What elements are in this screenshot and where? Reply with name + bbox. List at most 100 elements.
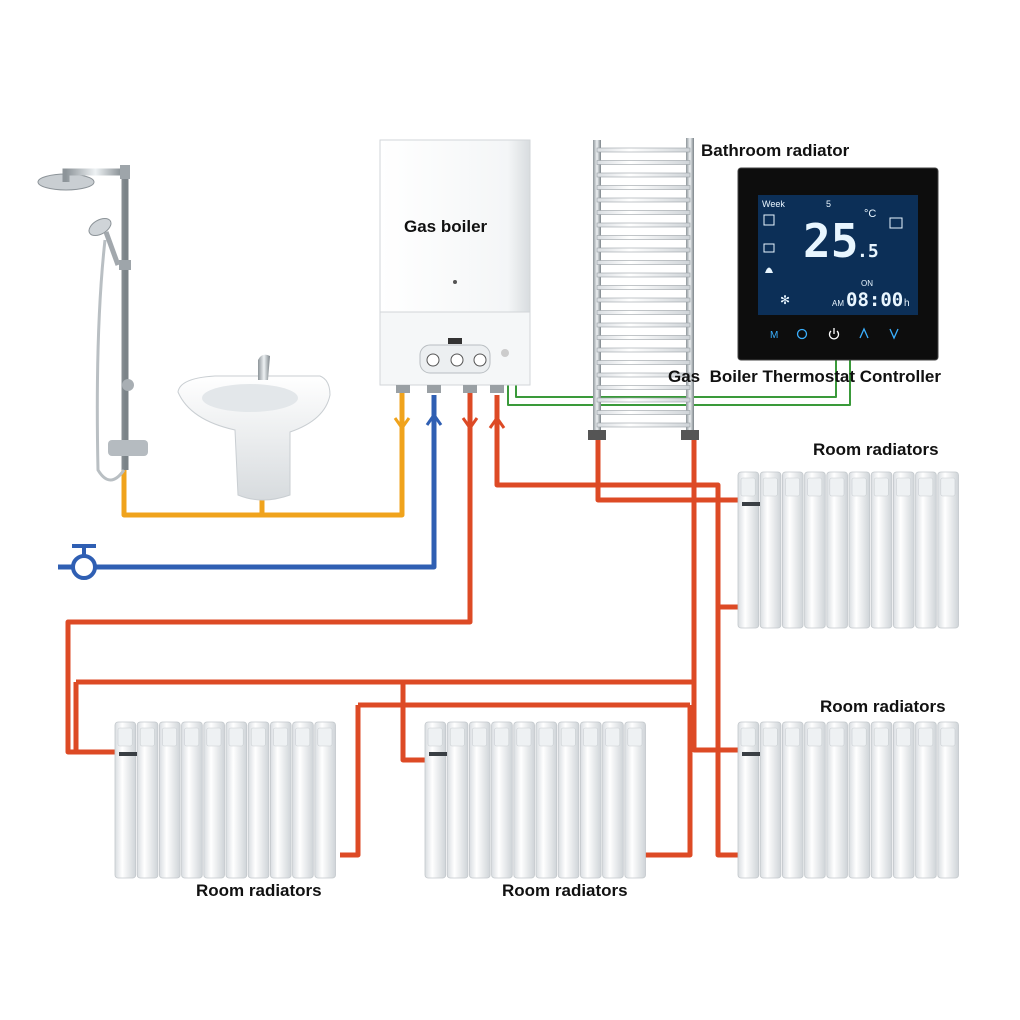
radiator-fin <box>893 721 915 879</box>
radiator-fin <box>602 721 624 879</box>
lcd-flame-icon <box>765 267 773 273</box>
radiator-fin-cap <box>940 727 956 747</box>
radiator-fin-cap <box>206 727 222 747</box>
water-tap-icon <box>71 544 97 580</box>
towel-bar <box>596 310 691 315</box>
radiator-fin-cap <box>829 727 845 747</box>
towel-bar <box>596 185 691 190</box>
radiator-fin-cap <box>538 727 554 747</box>
towel-bar <box>596 222 691 228</box>
radiator-fin <box>915 471 937 629</box>
radiator-fin <box>937 471 959 629</box>
radiator-fin-cap <box>807 477 823 497</box>
thermostat-power-button[interactable] <box>828 328 840 340</box>
thermostat-icon: Week 5 25 .5 °C ✻ ON AM 08:00 h M <box>737 167 939 361</box>
towel-radiator-bars <box>596 147 691 428</box>
radiator-fin <box>804 471 826 629</box>
radiator-fin-cap <box>583 727 598 747</box>
control-wire <box>507 342 851 406</box>
towel-bar <box>596 210 691 215</box>
towel-bar <box>596 285 691 290</box>
radiator-fin-cap <box>605 727 621 747</box>
radiator-badge <box>429 752 447 756</box>
radiator-fin <box>114 721 137 879</box>
radiator-fin-cap <box>472 727 487 747</box>
gas-boiler-icon <box>379 139 531 393</box>
radiator-fin-cap <box>449 727 465 747</box>
thermostat-controller-label: Gas Boiler Thermostat Controller <box>668 367 941 386</box>
radiator-fin <box>782 721 804 879</box>
radiator-fin-cap <box>184 727 200 747</box>
radiator-fin-cap <box>873 477 889 497</box>
radiator-badge <box>742 502 760 506</box>
radiator-fin <box>225 721 248 879</box>
towel-radiator-icon <box>588 138 699 440</box>
radiator-fin-cap <box>516 727 532 747</box>
radiator-fin-cap <box>228 727 244 747</box>
radiator-fin <box>624 721 646 879</box>
radiator-fin-cap <box>740 727 756 747</box>
radiator-fin <box>203 721 225 879</box>
lcd-temperature-unit: °C <box>864 208 876 220</box>
radiator-fin-cap <box>829 477 845 497</box>
lcd-temperature-decimal: .5 <box>857 241 879 262</box>
radiator-fin <box>292 721 314 879</box>
radiator-fin <box>759 471 782 629</box>
bathroom-radiator-label: Bathroom radiator <box>701 141 850 160</box>
thermostat-down-button[interactable] <box>889 328 899 340</box>
radiator-fin <box>937 721 959 879</box>
room-radiators-label-top-right: Room radiators <box>813 440 939 459</box>
radiator-fin-cap <box>873 727 889 747</box>
towel-bar <box>596 360 691 365</box>
lcd-state: ON <box>861 279 873 288</box>
towel-bar <box>596 322 691 328</box>
radiator-fin <box>513 721 535 879</box>
thermostat-up-button[interactable] <box>859 327 869 339</box>
radiator-fin-cap <box>162 727 177 747</box>
radiator-icon <box>737 721 959 879</box>
radiator-fin-cap <box>494 727 510 747</box>
sink-icon <box>177 354 331 501</box>
lcd-home-icon <box>763 214 775 226</box>
radiator-fin-cap <box>627 727 643 747</box>
radiator-badge <box>119 752 137 756</box>
lcd-temperature-main: 25 <box>803 214 858 268</box>
radiator-fin-cap <box>918 727 934 747</box>
radiator-fin <box>893 471 915 629</box>
heating-pipe-left-loop <box>65 390 473 755</box>
towel-bar <box>596 385 691 390</box>
radiator-fin <box>181 721 203 879</box>
heating-pipe-return <box>494 395 740 610</box>
radiator-icon <box>737 471 959 629</box>
radiator-fin <box>848 471 871 629</box>
radiator-fin-cap <box>250 727 266 747</box>
flow-arrows <box>393 413 506 430</box>
radiator-fin-cap <box>740 477 756 497</box>
radiator-fin <box>915 721 937 879</box>
towel-bar <box>596 410 691 415</box>
radiator-fin <box>468 721 491 879</box>
thermostat-mode-button[interactable]: M <box>770 330 778 341</box>
towel-bar <box>596 160 691 165</box>
towel-bar <box>596 172 691 178</box>
towel-bar <box>596 260 691 265</box>
lcd-snowflake-icon: ✻ <box>780 293 790 307</box>
radiator-fin-cap <box>427 727 443 747</box>
radiator-fin-cap <box>940 477 956 497</box>
radiator-fin <box>269 721 292 879</box>
cold-water-pipe <box>58 395 437 570</box>
thermostat-clock-button[interactable] <box>796 328 808 340</box>
lcd-am-label: AM <box>832 299 844 308</box>
radiator-fin-cap <box>851 477 867 497</box>
gas-boiler-label: Gas boiler <box>404 217 488 236</box>
radiator-fin-cap <box>918 477 934 497</box>
radiator-fin-cap <box>896 477 911 497</box>
radiator-fin-cap <box>560 727 576 747</box>
radiator-fin <box>557 721 580 879</box>
towel-bar <box>596 235 691 240</box>
radiator-fin-cap <box>117 727 133 747</box>
radiator-fin <box>535 721 558 879</box>
radiator-fin-cap <box>317 727 333 747</box>
radiator-icon <box>114 721 336 879</box>
